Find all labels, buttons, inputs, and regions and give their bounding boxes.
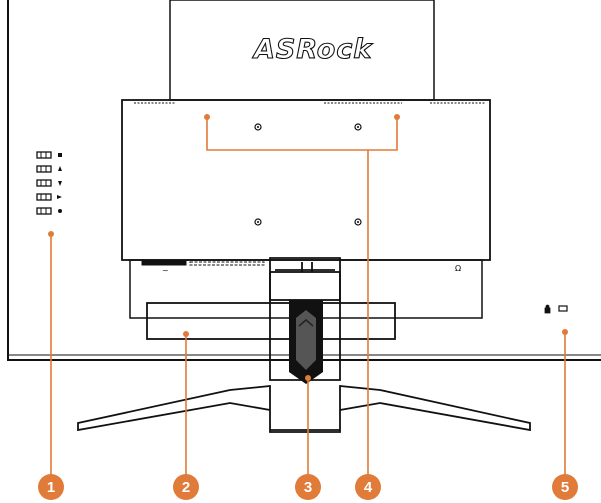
svg-text:1: 1 (47, 479, 55, 496)
callout-badge-3: 3 (295, 474, 321, 500)
stand-neck (269, 257, 341, 381)
svg-text:4: 4 (364, 479, 373, 496)
vesa-hole-bottom-left (254, 218, 262, 226)
vesa-hole-top-left (254, 123, 262, 131)
power-port-symbol: ~ (162, 266, 169, 275)
vesa-hole-bottom-right (354, 218, 362, 226)
menu-icon (58, 153, 62, 157)
callout-badge-2: 2 (173, 474, 199, 500)
leader-dot-5 (562, 329, 568, 335)
osd-button-menu[interactable] (36, 151, 62, 159)
vesa-hole-top-right (354, 123, 362, 131)
osd-button-power[interactable] (36, 207, 62, 215)
leader-dot-3 (305, 375, 311, 381)
svg-text:2: 2 (182, 479, 190, 496)
osd-button-input[interactable] (36, 193, 62, 201)
io-port-strip (141, 260, 265, 266)
callout-badge-1: 1 (38, 474, 64, 500)
svg-text:3: 3 (304, 479, 312, 496)
vesa-mount-panel (121, 99, 491, 261)
leader-dot-1 (48, 231, 54, 237)
lock-icon (544, 304, 551, 314)
osd-button-column (36, 151, 62, 215)
stand-base (77, 385, 531, 433)
leader-dot-4a (204, 114, 210, 120)
asrock-logo: ASRock (252, 34, 373, 65)
callout-badge-5: 5 (552, 474, 578, 500)
monitor-rear-frame (7, 0, 601, 361)
down-arrow-icon (58, 181, 62, 186)
leader-dot-2 (183, 331, 189, 337)
leader-line-4 (206, 117, 398, 151)
security-slot (558, 305, 568, 312)
osd-button-down[interactable] (36, 179, 62, 187)
input-icon (57, 195, 62, 199)
callout-badge-4: 4 (355, 474, 381, 500)
leader-dot-4b (394, 114, 400, 120)
up-arrow-icon (58, 166, 62, 171)
osd-button-up[interactable] (36, 165, 62, 173)
power-icon (58, 209, 62, 213)
vesa-screw-holes (254, 123, 362, 226)
kensington-lock-area (544, 304, 568, 314)
headphone-port-symbol: Ω (455, 264, 461, 273)
cable-cover-compartment (146, 302, 396, 340)
svg-text:5: 5 (561, 479, 569, 496)
